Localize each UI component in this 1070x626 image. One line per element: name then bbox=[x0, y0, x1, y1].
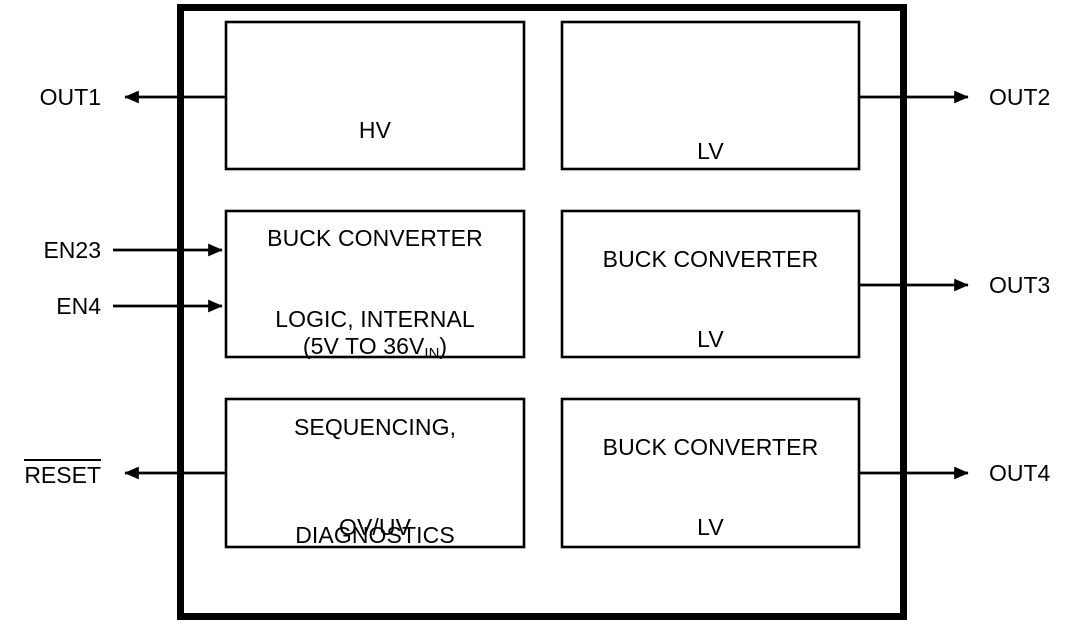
block-lv-buck-converter-3-rect bbox=[560, 209, 861, 359]
pin-label-en4: EN4 bbox=[0, 293, 101, 319]
pin-label-out4: OUT4 bbox=[989, 460, 1070, 486]
pin-label-reset-text: RESET bbox=[24, 459, 101, 488]
pin-label-out2-text: OUT2 bbox=[989, 84, 1051, 110]
block-ov-uv-comparators-rect bbox=[224, 397, 526, 549]
pin-label-out3: OUT3 bbox=[989, 272, 1070, 298]
pin-label-en23-text: EN23 bbox=[43, 237, 101, 263]
pin-label-out1-text: OUT1 bbox=[39, 84, 101, 110]
pin-label-out4-text: OUT4 bbox=[989, 460, 1051, 486]
pin-label-reset: RESET bbox=[0, 459, 101, 488]
pin-label-en4-text: EN4 bbox=[56, 293, 101, 319]
pin-label-out3-text: OUT3 bbox=[989, 272, 1051, 298]
pin-label-out2: OUT2 bbox=[989, 84, 1070, 110]
block-logic-rect bbox=[224, 209, 526, 359]
pin-label-en23: EN23 bbox=[0, 237, 101, 263]
block-hv-buck-converter-rect bbox=[224, 20, 526, 171]
block-lv-pmos-ldo-rect bbox=[560, 397, 861, 549]
block-lv-buck-converter-2-rect bbox=[560, 20, 861, 171]
pin-label-out1: OUT1 bbox=[0, 84, 101, 110]
